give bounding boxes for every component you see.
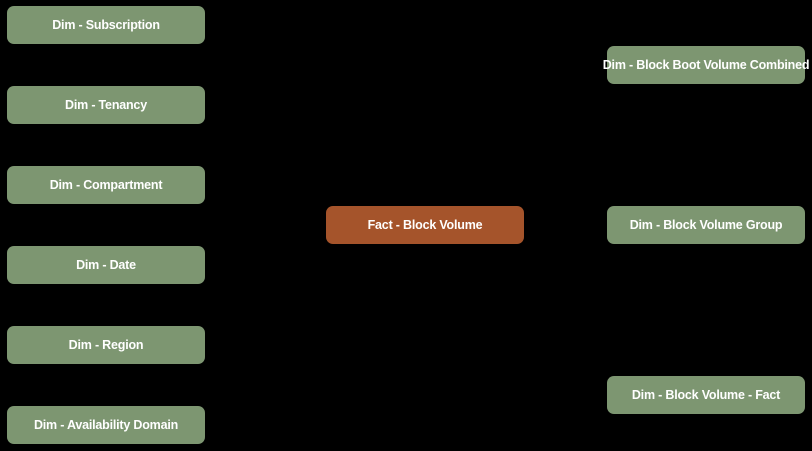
node-label: Dim - Subscription bbox=[52, 18, 160, 32]
node-dim-region[interactable]: Dim - Region bbox=[7, 326, 205, 364]
node-dim-block-boot-volume-combined[interactable]: Dim - Block Boot Volume Combined bbox=[603, 46, 809, 84]
node-dim-availability-domain[interactable]: Dim - Availability Domain bbox=[7, 406, 205, 444]
node-label: Dim - Date bbox=[76, 258, 136, 272]
node-label: Fact - Block Volume bbox=[367, 218, 483, 232]
node-dim-compartment[interactable]: Dim - Compartment bbox=[7, 166, 205, 204]
node-label: Dim - Availability Domain bbox=[33, 418, 179, 432]
node-label: Dim - Block Boot Volume Combined bbox=[602, 58, 810, 72]
node-fact-block-volume[interactable]: Fact - Block Volume bbox=[326, 206, 524, 244]
node-dim-block-volume-fact[interactable]: Dim - Block Volume - Fact bbox=[607, 376, 805, 414]
node-label: Dim - Region bbox=[68, 338, 144, 352]
node-dim-block-volume-group[interactable]: Dim - Block Volume Group bbox=[607, 206, 805, 244]
node-dim-tenancy[interactable]: Dim - Tenancy bbox=[7, 86, 205, 124]
node-dim-date[interactable]: Dim - Date bbox=[7, 246, 205, 284]
node-label: Dim - Block Volume - Fact bbox=[631, 388, 781, 402]
node-dim-subscription[interactable]: Dim - Subscription bbox=[7, 6, 205, 44]
node-label: Dim - Block Volume Group bbox=[629, 218, 783, 232]
node-label: Dim - Compartment bbox=[49, 178, 163, 192]
node-label: Dim - Tenancy bbox=[65, 98, 147, 112]
